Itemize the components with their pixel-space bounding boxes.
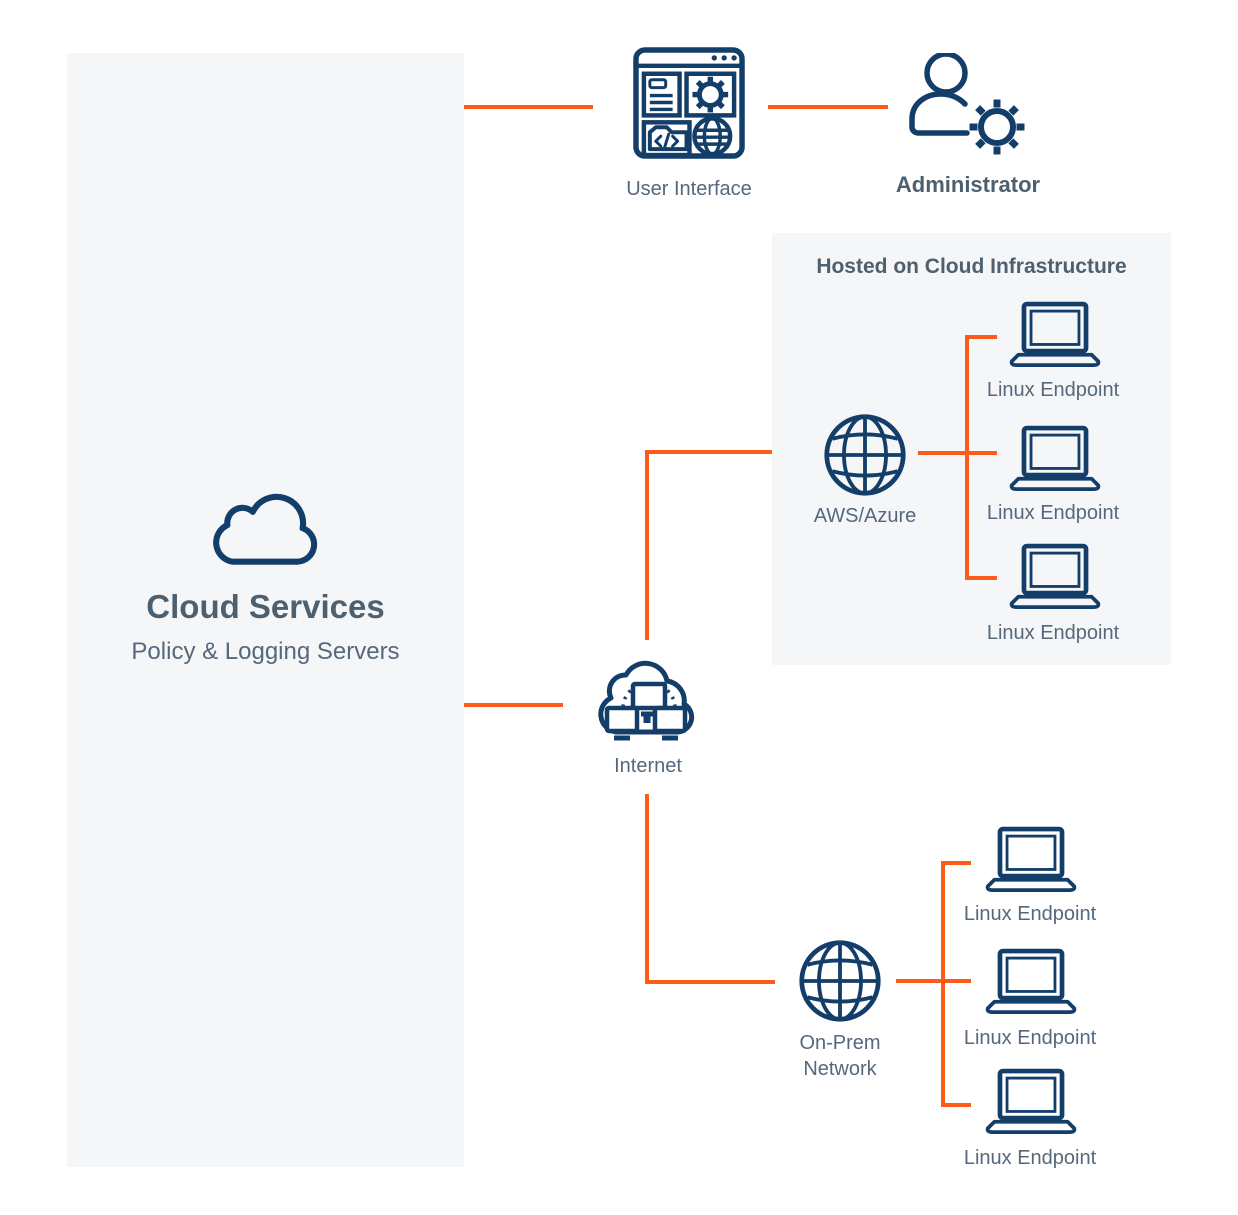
onprem-label: On-Prem Network — [755, 1030, 925, 1082]
laptop-icon — [1008, 543, 1102, 613]
connector-onprem-branch-3 — [945, 1103, 971, 1107]
laptop-icon — [984, 826, 1078, 896]
endpoint-label: Linux Endpoint — [986, 502, 1120, 524]
administrator-icon — [909, 53, 1025, 155]
laptop-icon — [1008, 301, 1102, 371]
cloud-services-panel: Cloud Services Policy & Logging Servers — [67, 53, 464, 1167]
administrator-label: Administrator — [895, 172, 1041, 197]
user-interface-label: User Interface — [626, 178, 752, 200]
web-globe-icon — [692, 116, 733, 157]
gear-icon — [684, 71, 737, 118]
connector-cloudservices-internet — [464, 703, 563, 707]
endpoint-label: Linux Endpoint — [986, 622, 1120, 644]
connector-internet-hosted-horizontal — [645, 450, 772, 454]
connector-onprem-trunk — [941, 861, 945, 1107]
connector-onprem-branch-2 — [896, 979, 971, 983]
connector-hosted-branch-3 — [969, 576, 997, 580]
connector-hosted-trunk — [965, 335, 969, 580]
endpoint-label: Linux Endpoint — [963, 1027, 1097, 1049]
laptop-icon — [984, 1068, 1078, 1138]
connector-internet-onprem-horizontal — [645, 980, 775, 984]
connector-hosted-branch-2 — [918, 451, 997, 455]
document-icon — [641, 71, 682, 118]
endpoint-label: Linux Endpoint — [963, 903, 1097, 925]
hosted-box-title: Hosted on Cloud Infrastructure — [816, 255, 1127, 278]
internet-label: Internet — [614, 755, 682, 777]
connector-hosted-branch-1 — [969, 335, 997, 339]
connector-onprem-branch-1 — [945, 861, 971, 865]
aws-azure-label: AWS/Azure — [813, 505, 917, 527]
connector-internet-hosted-vertical — [645, 450, 649, 640]
person-body — [909, 91, 970, 136]
user-interface-icon — [633, 47, 745, 159]
internet-cloud-icon — [598, 660, 695, 741]
cloud-services-title: Cloud Services — [146, 588, 385, 625]
connector-cloudservices-ui — [464, 105, 593, 109]
admin-gear-icon — [969, 99, 1025, 155]
endpoint-label: Linux Endpoint — [963, 1147, 1097, 1169]
network-monitors — [604, 681, 688, 741]
connector-internet-onprem-vertical — [645, 794, 649, 984]
laptop-icon — [1008, 425, 1102, 495]
endpoint-label: Linux Endpoint — [986, 379, 1120, 401]
cloud-services-subtitle: Policy & Logging Servers — [131, 638, 400, 665]
code-folder-icon — [641, 120, 692, 158]
onprem-label-line2: Network — [803, 1058, 877, 1080]
onprem-label-line1: On-Prem — [799, 1032, 881, 1054]
connector-ui-administrator — [768, 105, 888, 109]
aws-azure-globe-icon — [822, 412, 908, 498]
onprem-globe-icon — [797, 938, 883, 1024]
cloud-icon — [213, 493, 318, 565]
laptop-icon — [984, 948, 1078, 1018]
hosted-cloud-box: Hosted on Cloud Infrastructure AWS/Azure… — [772, 233, 1171, 665]
